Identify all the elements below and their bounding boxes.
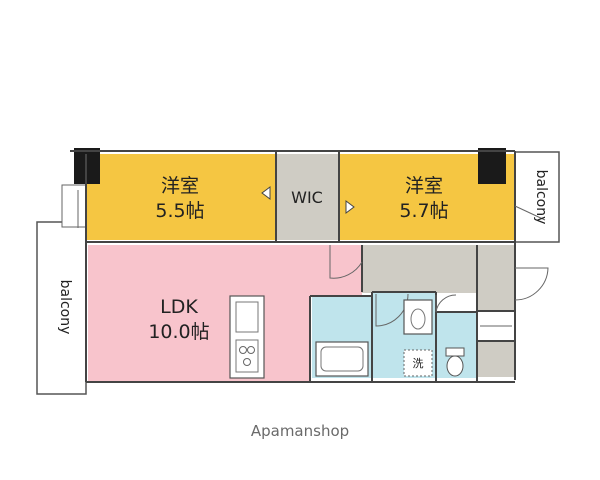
- western-room-1-name: 洋室: [161, 175, 199, 197]
- wic-label: WIC: [291, 188, 323, 207]
- entrance: [477, 245, 515, 311]
- bathtub: [315, 341, 369, 377]
- kitchen-counter: [229, 295, 265, 379]
- balcony-left-label: balcony: [57, 280, 73, 335]
- wash-basin: [403, 299, 433, 335]
- washer-space: [403, 349, 433, 377]
- ldk-name: LDK: [160, 296, 198, 318]
- western-room-2-size: 5.7帖: [399, 200, 448, 222]
- balcony-right: [514, 151, 560, 243]
- western-room-2-name: 洋室: [405, 175, 443, 197]
- balcony-right-label: balcony: [533, 170, 549, 225]
- balcony-left: [36, 221, 87, 395]
- pillar-right: [478, 148, 506, 184]
- toilet: [445, 347, 465, 377]
- hallway: [362, 245, 477, 293]
- ldk-size: 10.0帖: [148, 321, 209, 343]
- walk-in-closet: [276, 154, 339, 240]
- ldk-extension: [310, 245, 362, 297]
- western-room-1: [86, 154, 276, 240]
- ldk-room: [88, 245, 310, 381]
- doors: [77, 186, 549, 327]
- storage: [477, 341, 515, 377]
- washer-label: 洗: [413, 357, 424, 370]
- balcony-left-step: [61, 184, 89, 228]
- western-room-1-size: 5.5帖: [155, 200, 204, 222]
- watermark-text: Apamanshop: [251, 422, 349, 440]
